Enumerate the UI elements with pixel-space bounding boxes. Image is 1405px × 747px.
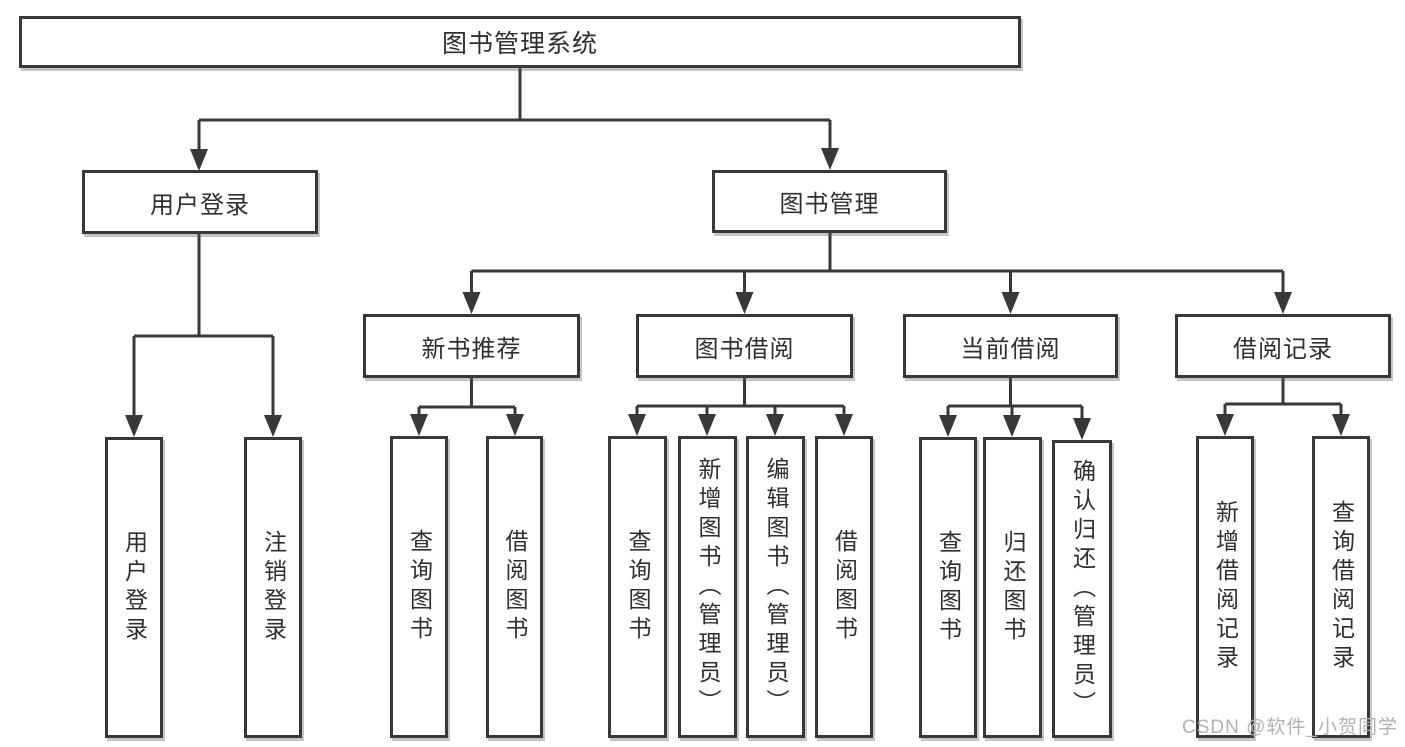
leaf-borrow-add-books: 新增图书（管理员） <box>678 436 737 738</box>
node-new-book-rec-label: 新书推荐 <box>421 335 522 363</box>
leaf-rec-borrow-books-label: 借阅图书 <box>502 529 528 645</box>
node-new-book-rec: 新书推荐 <box>363 314 580 378</box>
leaf-borrow-query-books-label: 查询图书 <box>625 529 651 645</box>
leaf-current-query-books: 查询图书 <box>919 437 977 738</box>
leaf-logout: 注销登录 <box>244 437 302 738</box>
leaf-logout-label: 注销登录 <box>260 529 287 646</box>
leaf-borrow-borrow-books: 借阅图书 <box>815 436 873 738</box>
leaf-rec-query-books: 查询图书 <box>390 436 448 738</box>
leaf-rec-query-books-label: 查询图书 <box>406 529 433 645</box>
node-user-login-label: 用户登录 <box>150 191 250 219</box>
node-book-borrow-label: 图书借阅 <box>694 335 795 363</box>
node-current-borrow: 当前借阅 <box>903 314 1118 378</box>
leaf-records-add-record: 新增借阅记录 <box>1196 436 1254 738</box>
leaf-current-return-books: 归还图书 <box>983 437 1042 738</box>
leaf-current-query-books-label: 查询图书 <box>935 529 962 646</box>
leaf-user-login: 用户登录 <box>105 437 163 738</box>
leaf-borrow-edit-books-label: 编辑图书（管理员） <box>763 456 789 718</box>
node-user-login: 用户登录 <box>82 170 318 234</box>
node-borrow-records: 借阅记录 <box>1175 314 1391 378</box>
leaf-rec-borrow-books: 借阅图书 <box>486 436 543 738</box>
leaf-current-return-books-label: 归还图书 <box>1000 529 1026 646</box>
leaf-borrow-borrow-books-label: 借阅图书 <box>831 529 858 645</box>
leaf-borrow-edit-books: 编辑图书（管理员） <box>746 436 805 738</box>
node-root-label: 图书管理系统 <box>441 30 598 58</box>
node-book-mgmt-label: 图书管理 <box>779 191 880 218</box>
leaf-current-confirm-return-label: 确认归还（管理员） <box>1069 458 1096 720</box>
leaf-user-login-label: 用户登录 <box>121 529 148 646</box>
node-book-mgmt: 图书管理 <box>712 170 947 233</box>
leaf-borrow-query-books: 查询图书 <box>608 436 667 738</box>
node-borrow-records-label: 借阅记录 <box>1233 335 1333 363</box>
leaf-records-query-record: 查询借阅记录 <box>1312 436 1370 738</box>
node-current-borrow-label: 当前借阅 <box>960 335 1061 363</box>
leaf-borrow-add-books-label: 新增图书（管理员） <box>695 456 721 718</box>
leaf-records-query-record-label: 查询借阅记录 <box>1328 500 1355 674</box>
node-root: 图书管理系统 <box>19 16 1021 68</box>
leaf-records-add-record-label: 新增借阅记录 <box>1212 500 1239 674</box>
node-book-borrow: 图书借阅 <box>636 314 853 378</box>
leaf-current-confirm-return: 确认归还（管理员） <box>1052 440 1112 738</box>
csdn-watermark: CSDN @软件_小贺同学 <box>1182 717 1398 738</box>
